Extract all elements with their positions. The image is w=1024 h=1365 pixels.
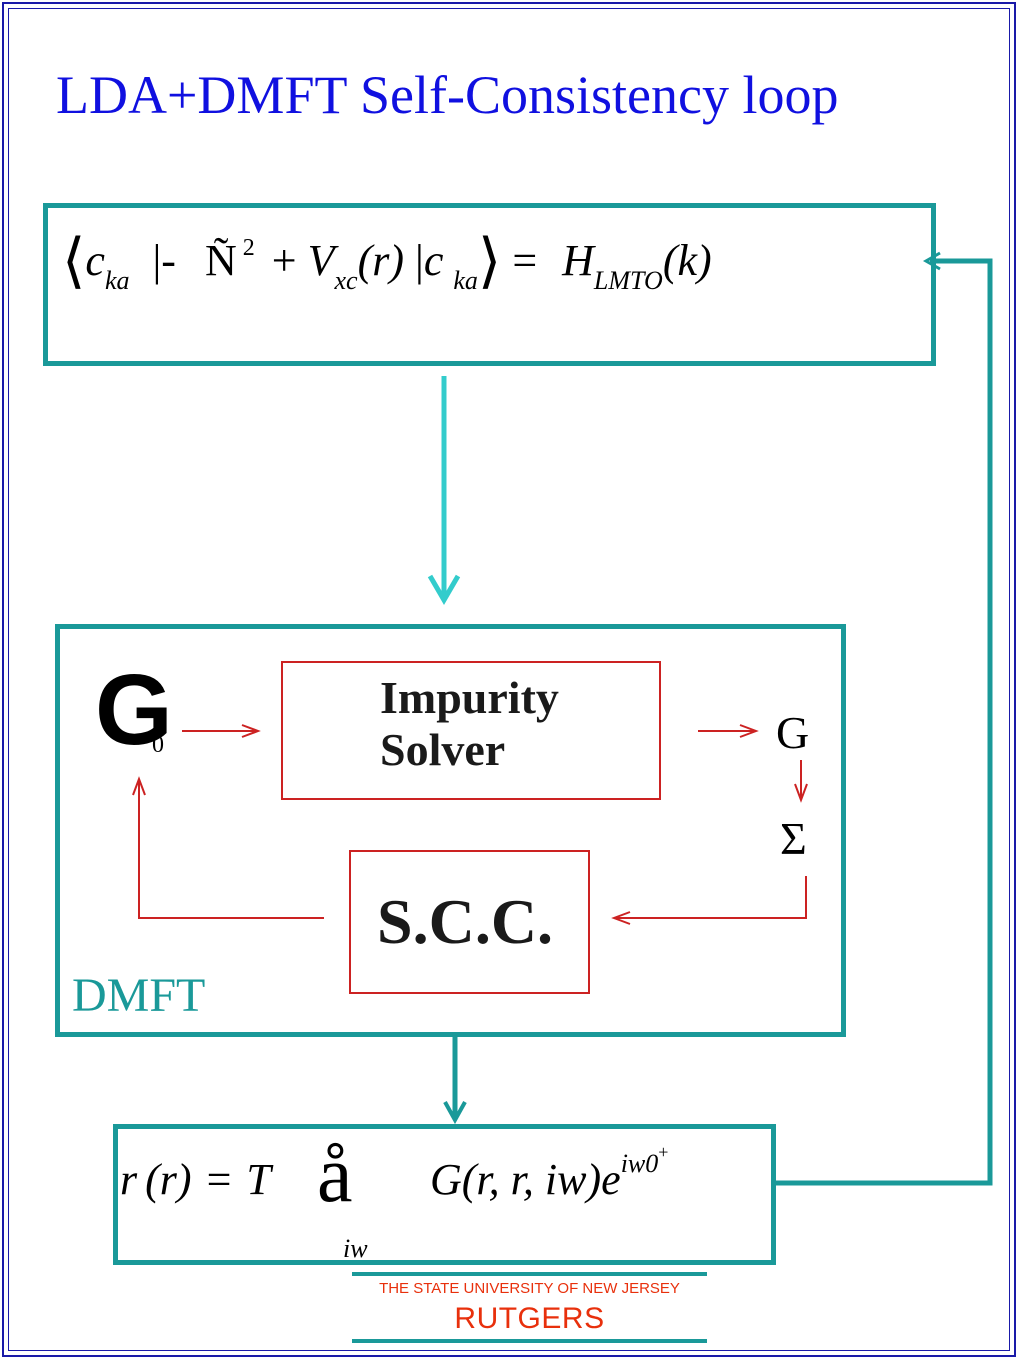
logo-name: RUTGERS <box>454 1302 605 1335</box>
lda-box <box>43 203 936 366</box>
dmft-box <box>55 624 846 1037</box>
scc-to-g0-arrow <box>132 776 324 919</box>
impurity-solver-label: Impurity Solver <box>380 672 559 775</box>
eq-sub2: ka <box>453 266 478 295</box>
lda-to-dmft-arrow <box>427 376 461 605</box>
density-rhs: G(r, r, iw)eiw0+ <box>430 1143 668 1204</box>
feedback-loop-arrow <box>776 251 993 1186</box>
eq-hsub: LMTO <box>593 266 663 295</box>
eq-vsub: xc <box>334 266 358 295</box>
logo-subtitle: THE STATE UNIVERSITY OF NEW JERSEY <box>379 1280 680 1297</box>
eq-c2: c <box>423 236 444 285</box>
solver-to-g-arrow <box>698 724 759 738</box>
left-bracket: ⟨ <box>62 228 86 294</box>
logo-bottom-line <box>352 1339 707 1343</box>
impurity-label: Impurity <box>380 672 559 723</box>
inner-frame <box>8 8 1010 1351</box>
eq-bar: | <box>415 236 424 285</box>
solver-label: Solver <box>380 723 506 775</box>
density-r: r <box>120 1155 138 1204</box>
g-symbol: G <box>776 707 810 758</box>
density-equals: = <box>206 1155 232 1204</box>
g0-symbol: G <box>95 654 173 766</box>
eq-c1: c <box>85 236 105 285</box>
eq-H: H <box>562 236 594 285</box>
density-T: T <box>246 1155 271 1204</box>
eq-plus: + <box>271 236 297 285</box>
eq-sub1: ka <box>104 266 130 295</box>
density-r-arg: (r) <box>145 1155 192 1204</box>
density-G-args: (r, r, iw) <box>461 1155 602 1204</box>
density-exp: iw0 <box>620 1149 659 1178</box>
density-e: e <box>601 1155 621 1204</box>
dmft-to-density-arrow <box>443 1037 467 1125</box>
slide-title: LDA+DMFT Self-Consistency loop <box>56 65 839 125</box>
scc-label: S.C.C. <box>377 886 554 957</box>
sigma-symbol: Σ <box>780 813 807 864</box>
g0-subscript: 0 <box>152 732 164 758</box>
sigma-to-scc-arrow <box>611 876 807 925</box>
eq-sq: 2 <box>242 235 255 261</box>
right-bracket: ⟩ <box>477 228 502 294</box>
eq-minus: |- <box>152 236 176 285</box>
impurity-solver-box <box>281 661 661 800</box>
scc-box <box>349 850 590 994</box>
g-to-sigma-arrow <box>794 760 808 803</box>
density-sum-sub: iw <box>343 1234 368 1263</box>
eq-nabla: Ñ <box>204 236 237 285</box>
eq-equals: = <box>512 236 538 285</box>
eq-V: V <box>307 236 335 285</box>
eq-karg: (k) <box>662 236 712 285</box>
density-exp-plus: + <box>658 1142 669 1162</box>
density-G: G <box>430 1155 462 1204</box>
dmft-section-label: DMFT <box>72 969 206 1022</box>
logo-top-line <box>352 1272 707 1276</box>
density-sum: å <box>317 1131 353 1219</box>
density-box <box>113 1124 776 1265</box>
density-lhs: r(r) = T <box>120 1158 271 1202</box>
g0-to-solver-arrow <box>182 724 261 738</box>
eq-rarg: (r) <box>357 236 404 285</box>
